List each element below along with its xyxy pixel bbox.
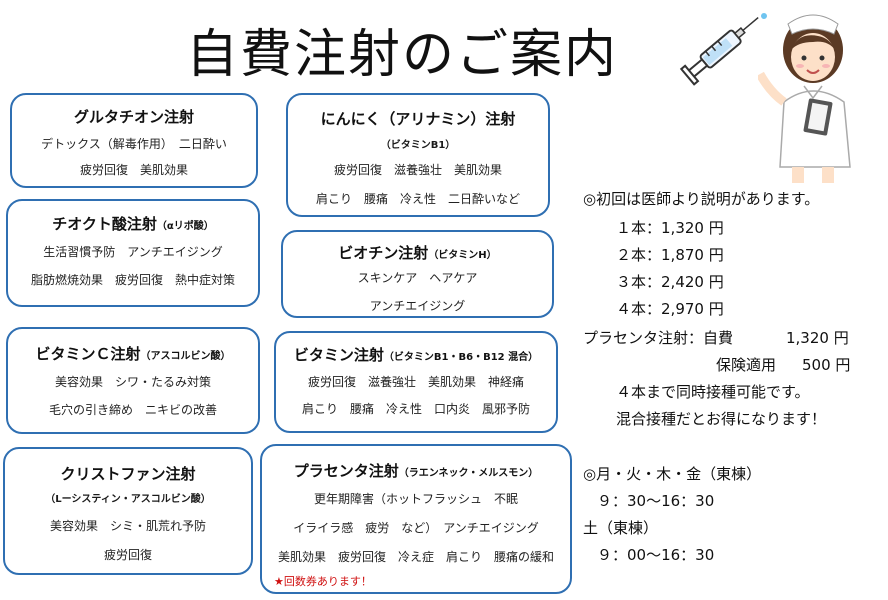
schedule-days: 土（東棟）	[583, 519, 659, 537]
placenta-price-self: 1,320 円	[786, 329, 849, 347]
card-title: クリストファン注射	[60, 465, 196, 483]
card-subtitle: （ビタミンH）	[428, 250, 497, 261]
pricing-intro: ◎初回は医師より説明があります。	[583, 190, 820, 208]
card-subtitle: （ビタミンB1・B6・B12 混合）	[383, 352, 539, 363]
card-line: 美肌効果 疲労回復 冷え症 肩こり 腰痛の緩和	[277, 550, 554, 564]
card-line: 美容効果 シミ・肌荒れ予防	[49, 519, 206, 533]
placenta-price-label: プラセンタ注射：自費	[583, 329, 734, 347]
card-title: ビタミンＣ注射（アスコルビン酸）	[35, 345, 231, 363]
card-subtitle: （αリポ酸）	[156, 221, 214, 232]
coupon-note: ★回数券あります！	[274, 575, 372, 588]
card-subtitle: （アスコルビン酸）	[140, 351, 231, 362]
price-qty: ４本：	[616, 300, 662, 318]
pricing-note: 混合接種だとお得になります！	[616, 410, 827, 428]
card-glutathione: グルタチオン注射 デトックス（解毒作用） 二日酔い 疲労回復 美肌効果	[10, 93, 258, 188]
card-line: デトックス（解毒作用） 二日酔い	[41, 137, 227, 151]
card-vitamin-mix: ビタミン注射（ビタミンB1・B6・B12 混合） 疲労回復 滋養強壮 美肌効果 …	[274, 331, 558, 433]
card-line: イライラ感 疲労 など） アンチエイジング	[293, 521, 539, 535]
card-line: 美容効果 シワ・たるみ対策	[54, 375, 211, 389]
syringe-illustration	[679, 13, 767, 86]
insurance-price: 500 円	[802, 356, 851, 374]
card-line: 疲労回復 美肌効果	[79, 163, 188, 177]
card-line: 毛穴の引き締め ニキビの改善	[48, 403, 217, 417]
card-subtitle: （ビタミンB1）	[380, 140, 456, 151]
card-line: 脂肪燃焼効果 疲労回復 熱中症対策	[30, 273, 235, 287]
price-row: ２本：1,870 円	[616, 244, 724, 265]
card-biotin: ビオチン注射（ビタミンH） スキンケア ヘアケア アンチエイジング	[281, 230, 554, 318]
price-qty: １本：	[616, 219, 662, 237]
price-amount: 1,870 円	[661, 246, 724, 264]
card-line: 肩こり 腰痛 冷え性 口内炎 風邪予防	[301, 402, 530, 416]
card-line: スキンケア ヘアケア	[357, 271, 478, 285]
card-vitamin-c: ビタミンＣ注射（アスコルビン酸） 美容効果 シワ・たるみ対策 毛穴の引き締め ニ…	[6, 327, 260, 434]
price-qty: ３本：	[616, 273, 662, 291]
card-title: グルタチオン注射	[73, 108, 194, 126]
page-title: 自費注射のご案内	[186, 25, 619, 85]
pricing-note: ４本まで同時接種可能です。	[616, 383, 810, 401]
schedule-hours: ９：00〜16：30	[597, 546, 715, 564]
card-title: にんにく（アリナミン）注射	[320, 110, 516, 128]
card-subtitle: （ラエンネック・メルスモン）	[398, 468, 539, 479]
price-amount: 1,320 円	[661, 219, 724, 237]
card-line: 肩こり 腰痛 冷え性 二日酔いなど	[315, 192, 520, 206]
card-line: 疲労回復	[103, 548, 152, 562]
card-subtitle: （Lーシスティン・アスコルビン酸）	[45, 494, 211, 505]
card-cristofan: クリストファン注射 （Lーシスティン・アスコルビン酸） 美容効果 シミ・肌荒れ予…	[3, 447, 253, 575]
card-title: ビタミン注射（ビタミンB1・B6・B12 混合）	[293, 346, 539, 364]
insurance-label: 保険適用	[716, 356, 777, 374]
card-line: アンチエイジング	[369, 299, 466, 313]
card-line: 疲労回復 滋養強壮 美肌効果 神経痛	[307, 375, 524, 389]
price-amount: 2,420 円	[661, 273, 724, 291]
card-garlic-alinamin: にんにく（アリナミン）注射 （ビタミンB1） 疲労回復 滋養強壮 美肌効果 肩こ…	[286, 93, 550, 217]
price-row: ４本：2,970 円	[616, 298, 724, 319]
price-row: １本：1,320 円	[616, 217, 724, 238]
price-amount: 2,970 円	[661, 300, 724, 318]
card-placenta: プラセンタ注射（ラエンネック・メルスモン） 更年期障害（ホットフラッシュ 不眠 …	[260, 444, 572, 594]
card-line: 生活習慣予防 アンチエイジング	[43, 245, 223, 259]
card-title: プラセンタ注射（ラエンネック・メルスモン）	[293, 462, 539, 480]
nurse-illustration	[758, 14, 851, 183]
card-line: 更年期障害（ホットフラッシュ 不眠	[313, 492, 518, 506]
price-row: ３本：2,420 円	[616, 271, 724, 292]
schedule-hours: ９：30〜16：30	[597, 492, 715, 510]
schedule-days: ◎月・火・木・金（東棟）	[583, 465, 762, 483]
card-title: チオクト酸注射（αリポ酸）	[52, 215, 214, 233]
price-qty: ２本：	[616, 246, 662, 264]
card-title: ビオチン注射（ビタミンH）	[338, 244, 497, 262]
card-line: 疲労回復 滋養強壮 美肌効果	[333, 163, 502, 177]
card-thioctic-acid: チオクト酸注射（αリポ酸） 生活習慣予防 アンチエイジング 脂肪燃焼効果 疲労回…	[6, 199, 260, 307]
